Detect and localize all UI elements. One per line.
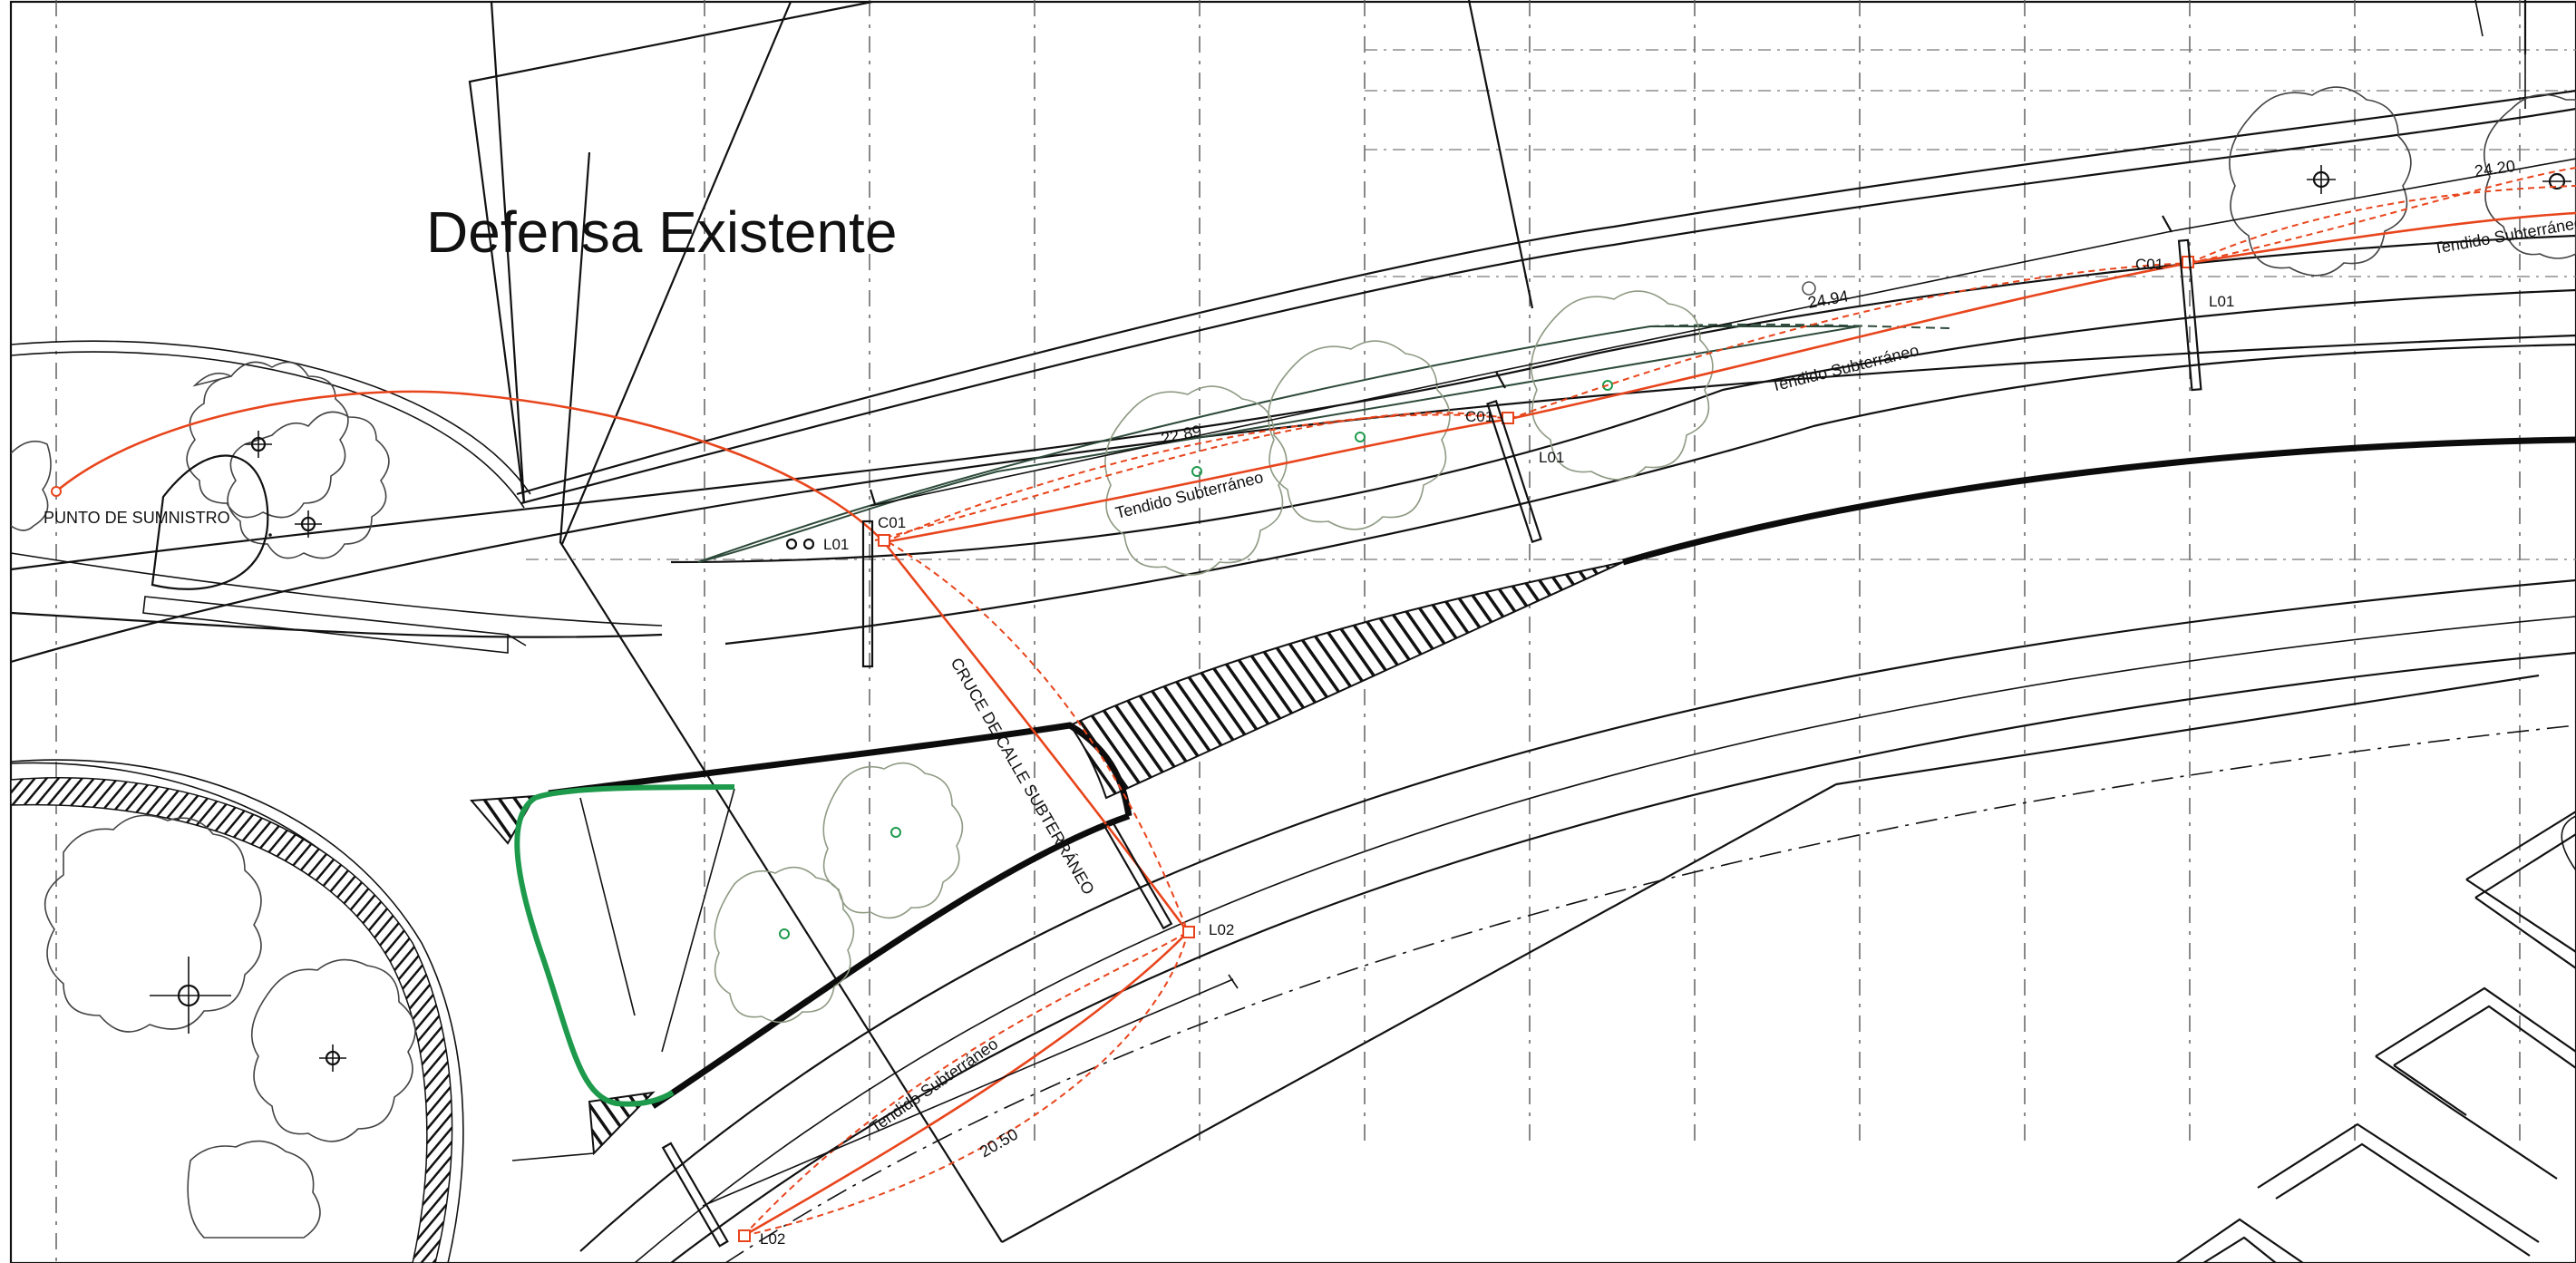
c01-label-a: C01 — [878, 514, 906, 531]
dimension-20-50: 20.50 — [977, 1125, 1021, 1161]
trees — [10, 86, 2576, 1239]
traffic-island — [469, 436, 2576, 1161]
cable-runs — [55, 167, 2576, 1238]
cable-nodes — [51, 256, 2194, 1242]
parking-blocks — [2175, 811, 2576, 1263]
underground-label-2: Tendido Subterráneo — [1769, 341, 1920, 395]
roundabout — [10, 759, 464, 1263]
island-green-curb — [514, 784, 735, 1107]
l02-label-a: L02 — [1209, 921, 1234, 938]
street-crossing-label: CRUCE DE CALLE SUBTERRÁNEO — [948, 655, 1098, 898]
l01-label-c: L01 — [2209, 293, 2234, 310]
page-title: Defensa Existente — [426, 199, 897, 265]
grid-horizontal — [526, 49, 2576, 560]
l01-label-a: L01 — [823, 536, 849, 553]
l02-label-b: L02 — [760, 1230, 785, 1248]
existing-defense-lines — [468, 0, 2540, 1243]
dimension-24-20: 24.20 — [2474, 157, 2516, 180]
c01-label-b: C01 — [1465, 408, 1493, 425]
c01-label-c: C01 — [2135, 256, 2163, 273]
drawing-frame — [9, 0, 2576, 1263]
point-markers — [150, 165, 2571, 1072]
grid-vertical — [55, 0, 2521, 1263]
dimension-lines — [702, 158, 2576, 1207]
supply-point-label: PUNTO DE SUMNISTRO — [44, 509, 230, 527]
l01-label-b: L01 — [1539, 449, 1564, 466]
lamp-posts — [661, 215, 2202, 1248]
supply-point-cabinet — [151, 454, 269, 590]
